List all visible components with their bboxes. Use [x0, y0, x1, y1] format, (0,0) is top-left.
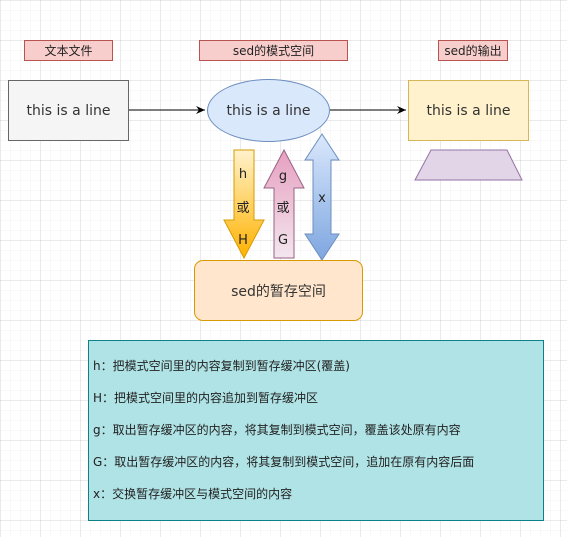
arrow-down-text-3: H — [238, 233, 248, 248]
legend-item-x: x：交换暂存缓冲区与模式空间的内容 — [93, 487, 293, 501]
arrow-down-text-2: 或 — [236, 201, 249, 216]
label-text-file: 文本文件 — [24, 40, 113, 61]
arrow-get-up — [263, 148, 305, 259]
label-output: sed的输出 — [438, 40, 508, 61]
hold-space-box: sed的暂存空间 — [194, 260, 363, 321]
output-box: this is a line — [408, 80, 529, 141]
arrow-both-text: x — [318, 191, 326, 206]
legend-item-H: H：把模式空间里的内容追加到暂存缓冲区 — [93, 391, 319, 405]
arrow-up-text-3: G — [278, 233, 288, 248]
legend-panel: h：把模式空间里的内容复制到暂存缓冲区(覆盖) H：把模式空间里的内容追加到暂存… — [88, 340, 544, 521]
pattern-space-ellipse: this is a line — [207, 79, 330, 142]
arrow-up-text-2: 或 — [276, 201, 289, 216]
arrow-hold-down — [223, 149, 265, 260]
legend-item-h: h：把模式空间里的内容复制到暂存缓冲区(覆盖) — [93, 359, 350, 373]
legend-item-g: g：取出暂存缓冲区的内容，将其复制到模式空间，覆盖该处原有内容 — [93, 423, 461, 437]
arrow-down-text-1: h — [239, 167, 247, 182]
output-trapezoid — [414, 149, 523, 181]
arrow-up-text-1: g — [279, 169, 287, 184]
text-file-box: this is a line — [8, 80, 129, 141]
legend-item-G: G：取出暂存缓冲区的内容，将其复制到模式空间，追加在原有内容后面 — [93, 455, 475, 469]
label-pattern-space: sed的模式空间 — [199, 40, 348, 61]
